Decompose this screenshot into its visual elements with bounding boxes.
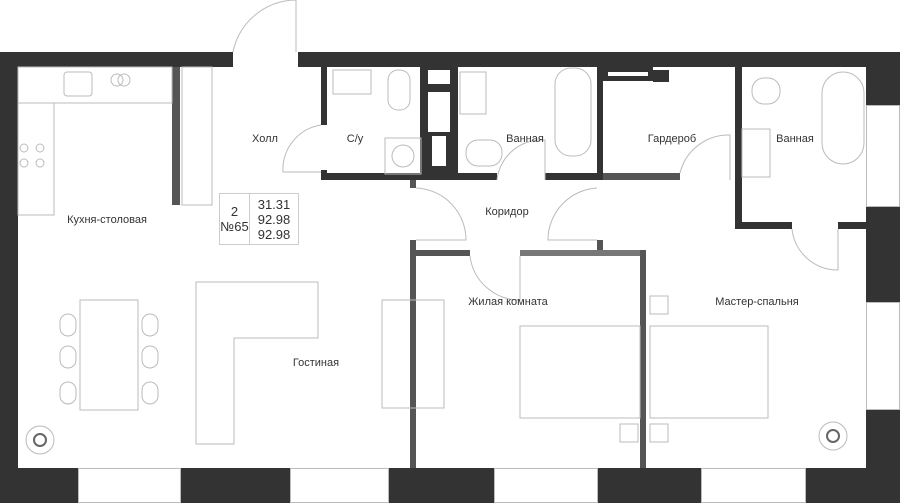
chair xyxy=(141,313,159,337)
bathtub-icon xyxy=(554,67,592,157)
wall-top-left xyxy=(0,52,233,67)
entry-door xyxy=(232,0,297,53)
wall-wardrobe-bottom xyxy=(603,173,680,180)
room-label-wc: С/у xyxy=(346,133,364,145)
wall-bottom xyxy=(181,468,290,503)
column xyxy=(653,70,669,82)
toilet-icon xyxy=(465,139,503,167)
wall-corridor-right xyxy=(597,240,603,250)
plant-icon xyxy=(25,425,55,455)
washing-machine-icon xyxy=(384,137,422,175)
wall-wc-bottom xyxy=(321,173,497,180)
room-label-master-bedroom: Мастер-спальня xyxy=(715,296,799,308)
chair xyxy=(59,313,77,337)
wall-bath2-left xyxy=(735,67,742,229)
stove-icon xyxy=(19,143,29,153)
wall-bottom xyxy=(598,468,701,503)
toilet-icon xyxy=(387,69,411,111)
wall-right xyxy=(866,52,900,105)
total-area: 92.98 xyxy=(257,211,291,227)
partition-kitchen xyxy=(172,67,180,205)
wall-bath2-bottom xyxy=(838,222,866,229)
wall-corridor xyxy=(410,180,416,188)
wall-bath-right xyxy=(597,67,603,180)
wall-living-right xyxy=(640,250,646,468)
shaft-cell xyxy=(428,92,450,132)
washbasin-icon xyxy=(741,128,771,178)
room-label-corridor: Коридор xyxy=(485,206,529,218)
apartment-info-box: 2 №65 31.31 92.98 92.98 xyxy=(219,193,299,245)
window xyxy=(494,468,598,503)
room-label-bathroom: Ванная xyxy=(506,133,544,145)
room-label-hall: Холл xyxy=(252,133,278,145)
shaft-cell xyxy=(428,70,450,84)
dining-table xyxy=(79,299,139,411)
niche xyxy=(603,67,653,81)
wall-right xyxy=(866,207,900,302)
kitchen-counter xyxy=(17,66,173,104)
wall-left xyxy=(0,52,18,503)
nightstand xyxy=(649,295,669,315)
wall-living-left xyxy=(410,240,416,468)
wall-living-top xyxy=(410,250,470,256)
bed xyxy=(649,325,769,419)
window xyxy=(701,468,806,503)
plant-icon xyxy=(818,421,848,451)
corridor-door xyxy=(547,187,598,241)
bath-door xyxy=(496,139,546,181)
total-area: 92.98 xyxy=(257,226,291,242)
room-label-lounge: Гостиная xyxy=(292,357,340,369)
toilet-icon xyxy=(751,77,781,105)
rooms-count: 2 xyxy=(230,204,239,219)
living-door xyxy=(469,255,521,301)
wardrobe-door xyxy=(679,134,731,180)
window xyxy=(866,105,900,207)
wc-door xyxy=(282,124,322,173)
wall-bath2-bottom xyxy=(735,222,792,229)
wall-bottom xyxy=(389,468,494,503)
corridor-door xyxy=(415,187,467,241)
wall-bath-bottom xyxy=(545,173,603,180)
washbasin-icon xyxy=(332,69,372,95)
washbasin-icon xyxy=(459,71,487,115)
wall-living-top xyxy=(520,250,646,256)
room-label-living-room: Жилая комната xyxy=(468,296,548,308)
living-area: 31.31 xyxy=(257,196,291,212)
apartment-number: №65 xyxy=(220,219,249,234)
shaft-cell xyxy=(432,136,446,166)
wardrobe-cabinet xyxy=(181,66,213,206)
sink-icon xyxy=(63,71,93,97)
bathtub-icon xyxy=(821,71,865,165)
bath2-door xyxy=(791,228,839,271)
nightstand xyxy=(619,423,639,443)
wall-wc-left xyxy=(321,67,327,125)
bed xyxy=(519,325,641,419)
wall-bottom xyxy=(806,468,900,503)
room-label-wardrobe: Гардероб xyxy=(647,133,697,145)
kitchen-counter xyxy=(17,102,55,216)
wall-top-right xyxy=(298,52,900,67)
wall-bottom xyxy=(0,468,78,503)
room-label-kitchen: Кухня-столовая xyxy=(67,214,147,226)
room-label-bathroom: Ванная xyxy=(776,133,814,145)
sofa xyxy=(195,281,319,445)
cooktop-icon xyxy=(110,73,124,87)
tv-console xyxy=(381,299,445,409)
